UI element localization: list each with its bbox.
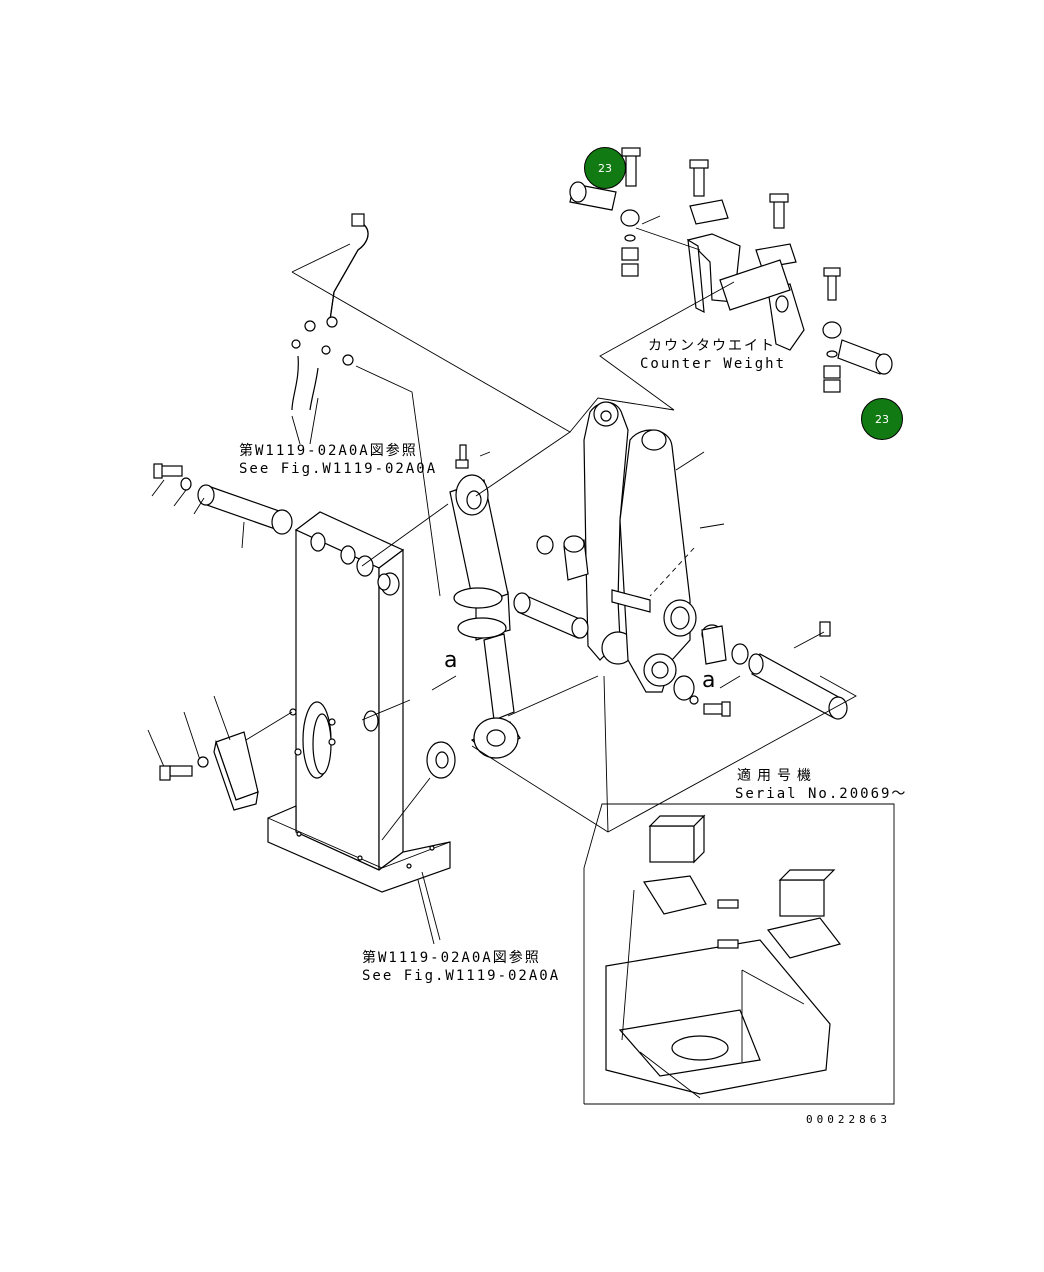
upper-pin xyxy=(151,463,293,549)
callout-badge-23[interactable]: 23 xyxy=(861,398,903,440)
hose-assembly xyxy=(291,213,369,411)
flange-hole xyxy=(435,751,449,769)
drawing-number: 00022863 xyxy=(806,1113,891,1126)
reference-label-lower-en: See Fig.W1119-02A0A xyxy=(362,968,561,984)
serial-note-en: Serial No.20069～ xyxy=(735,786,908,802)
detail-marker-a: a xyxy=(444,648,458,673)
counter-weight-label-jp: カウンタウエイト xyxy=(648,338,776,354)
reference-label-upper-en: See Fig.W1119-02A0A xyxy=(239,461,438,477)
reference-arrow xyxy=(417,879,435,945)
main-column xyxy=(267,511,451,893)
reference-label-lower-jp: 第W1119-02A0A図参照 xyxy=(362,950,541,966)
bushings xyxy=(536,535,749,705)
middle-pin xyxy=(513,592,589,639)
hydraulic-cylinder xyxy=(449,444,521,759)
detail-marker-a: a xyxy=(702,668,716,693)
callout-badge-23[interactable]: 23 xyxy=(584,147,626,189)
counter-weight-label-en: Counter Weight xyxy=(640,356,787,372)
reference-arrow xyxy=(291,415,301,445)
leader-lines xyxy=(291,215,857,941)
right-pin xyxy=(703,621,848,720)
counterweight-bracket xyxy=(569,147,893,393)
serial-note-jp: 適用号機 xyxy=(737,768,817,784)
reference-label-upper-jp: 第W1119-02A0A図参照 xyxy=(239,443,418,459)
boom-link-front xyxy=(611,429,697,693)
reference-arrow xyxy=(309,397,319,445)
inset-detail xyxy=(583,803,895,1105)
cover-plate xyxy=(147,695,293,811)
